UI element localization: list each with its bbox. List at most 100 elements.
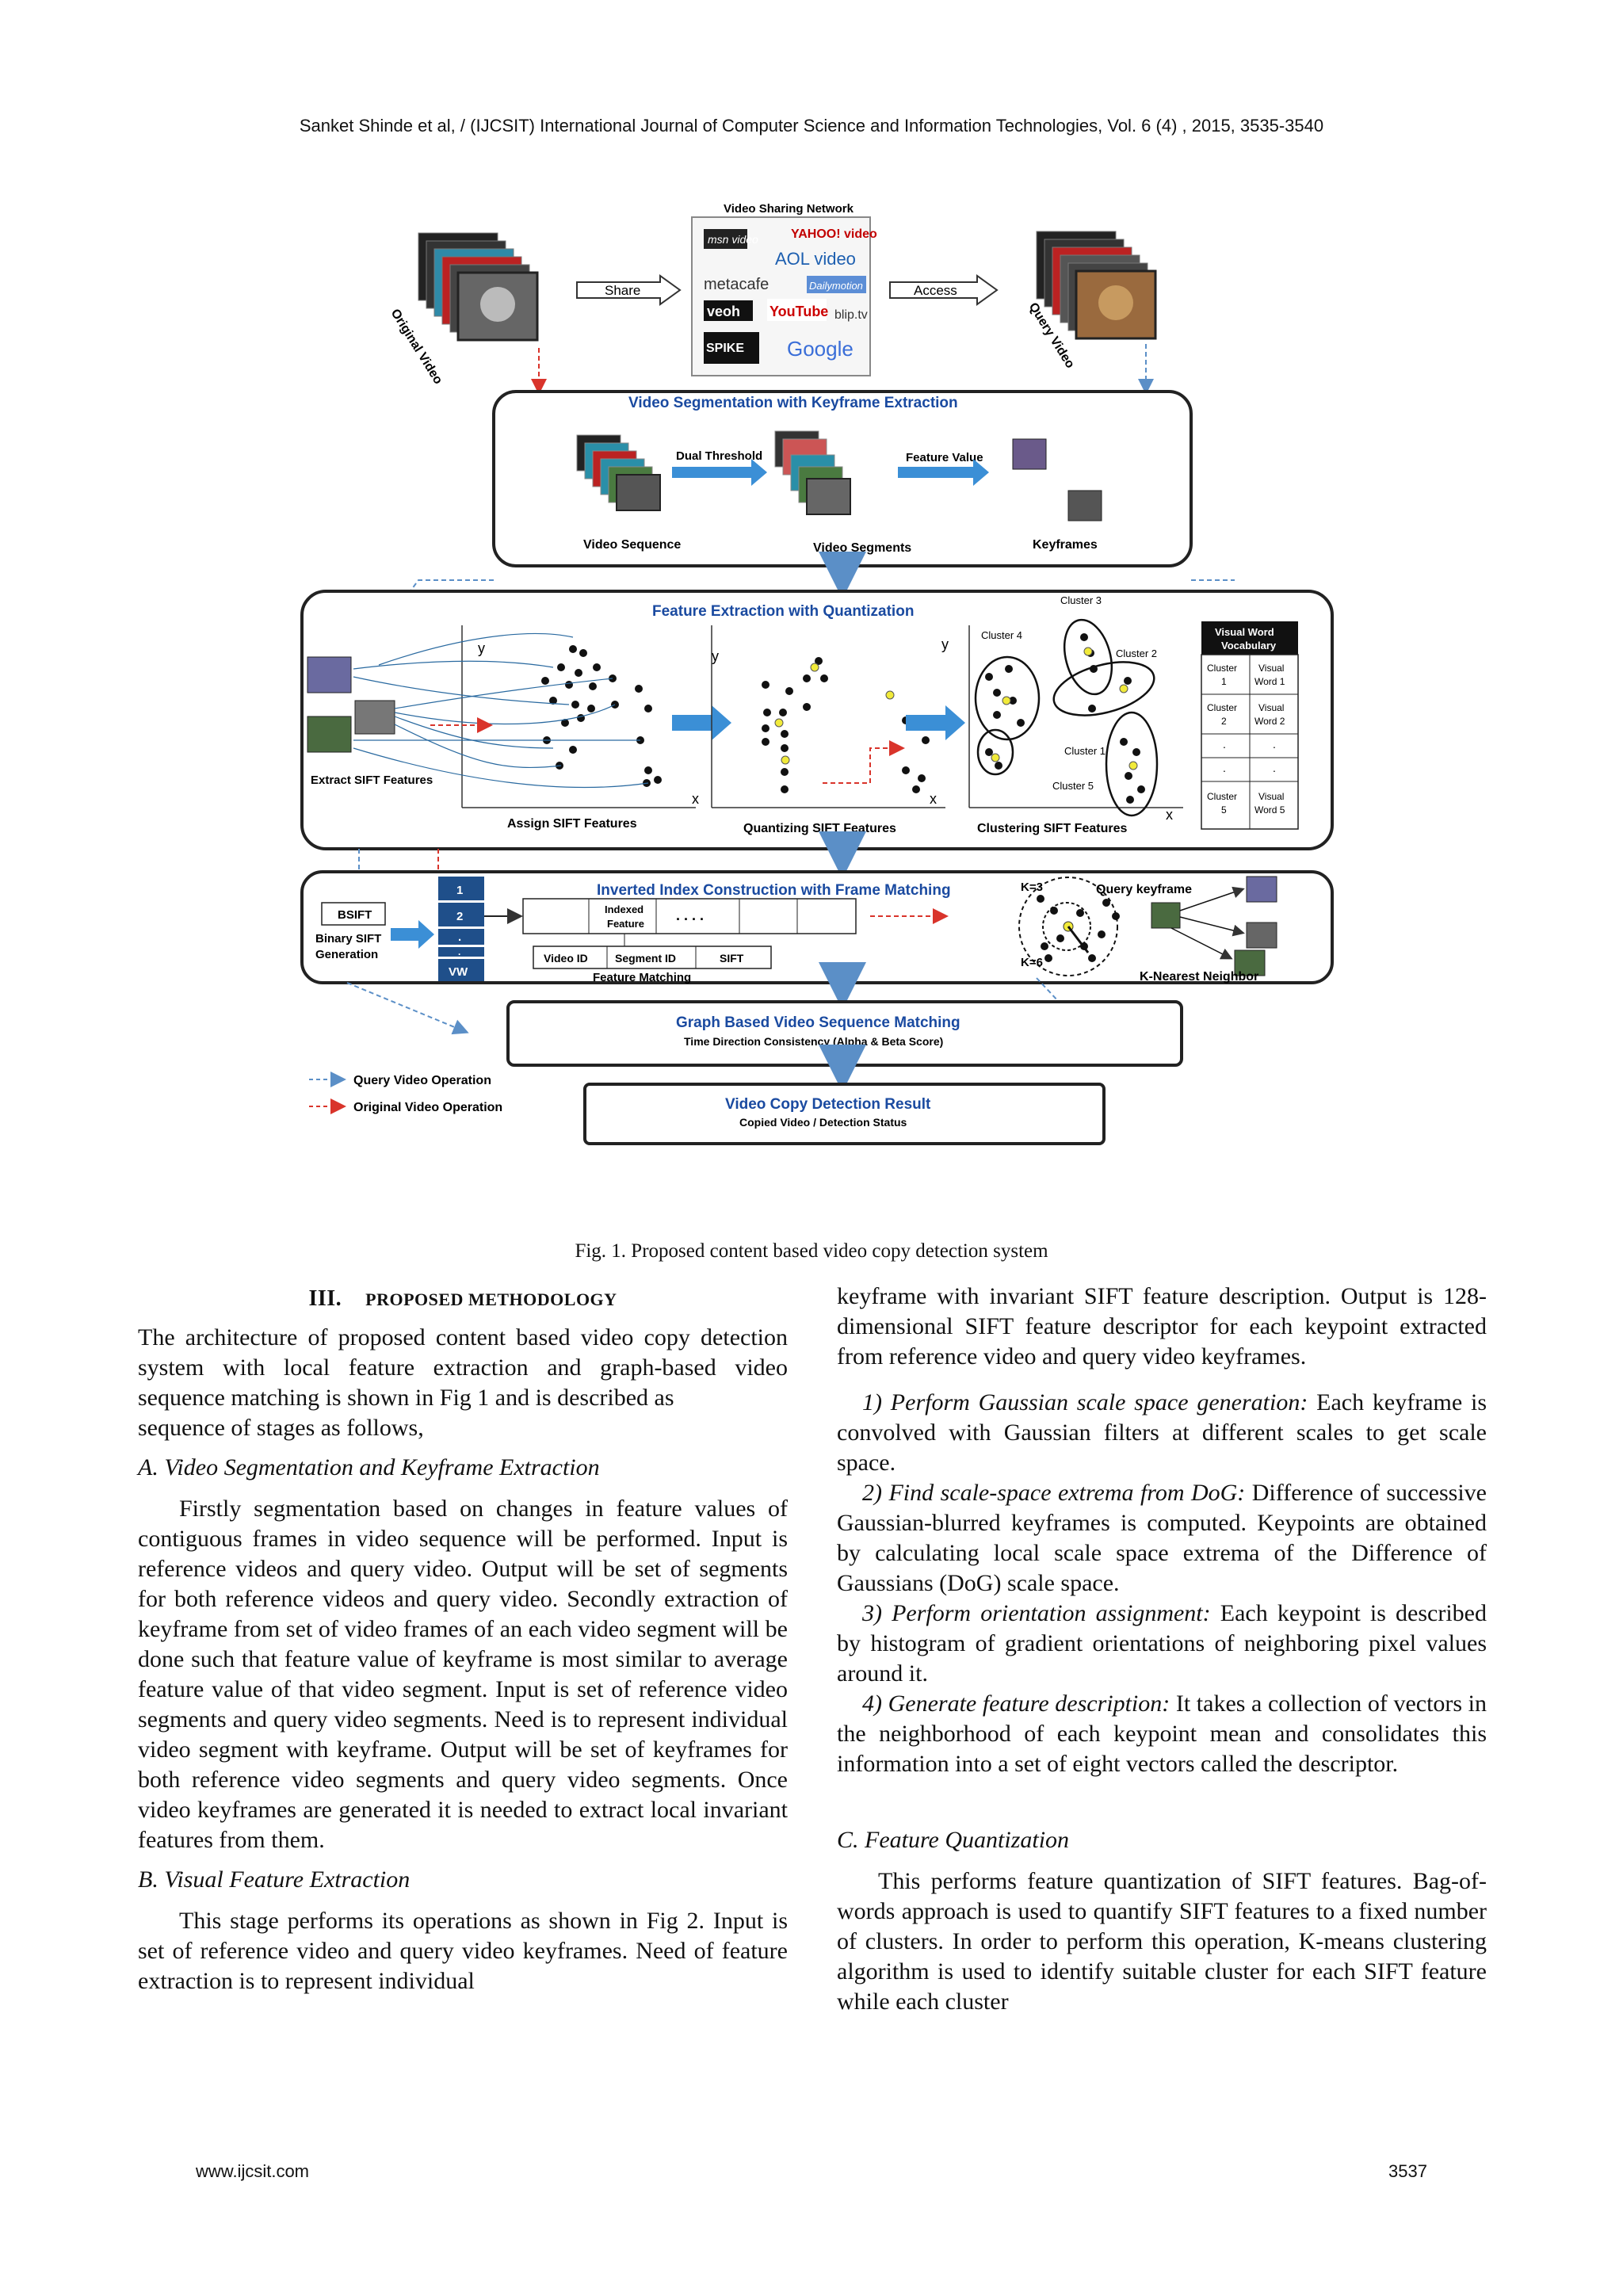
logo-yahoo: YAHOO! video [791,227,877,241]
vocab-cell: 5 [1221,804,1227,816]
step-text: It takes a collection of vectors in the … [837,1690,1487,1777]
subsection-b-heading: B. Visual Feature Extraction [138,1866,411,1893]
original-video-stack [418,232,539,342]
step-text: Difference of successive Gaussian-blurre… [837,1480,1487,1596]
figure-caption: Fig. 1. Proposed content based video cop… [575,1240,1048,1262]
index-cell: . [458,946,460,957]
index-cell: 1 [456,884,463,897]
video-sharing-network: Video Sharing Network msn video YAHOO! v… [691,202,877,376]
vocab-cell: Cluster [1207,663,1237,674]
indexed-label-2: Feature [607,918,644,930]
vocab-cell: Cluster [1207,791,1237,802]
index-ellipsis: . . . . [676,907,704,923]
cluster2-label: Cluster 2 [1116,648,1157,659]
assign-sift-label: Assign SIFT Features [507,817,637,831]
logo-google: Google [787,337,854,361]
footer-website: www.ijcsit.com [196,2161,310,2181]
logo-msn: msn video [708,233,758,246]
step-label: 2) Find scale-space extrema from DoG: [862,1480,1246,1506]
vocab-cell: 2 [1221,716,1227,727]
quant-y-axis: y [712,648,719,664]
vocab-cell: Word 2 [1254,716,1285,727]
cluster-x-axis: x [1166,807,1173,823]
quantizing-sift-label: Quantizing SIFT Features [743,822,896,835]
sift-label: SIFT [720,952,744,965]
knn-label: K-Nearest Neighbor [1140,970,1258,984]
step-label: 4) Generate feature description: [862,1690,1170,1717]
intro-paragraph: The architecture of proposed content bas… [138,1324,788,1411]
vocab-cell: Word 5 [1254,804,1285,816]
cluster1-label: Cluster 1 [1064,745,1106,757]
step-text: Each keyframe is convolved with Gaussian… [837,1389,1487,1476]
inverted-index-box: Inverted Index Construction with Frame M… [300,870,1334,984]
k6-label: K=6 [1021,956,1043,969]
detection-result-box: Video Copy Detection Result Copied Video… [583,1083,1106,1145]
right-column: keyframe with invariant SIFT feature des… [837,1282,1487,2017]
logo-bliptv: blip.tv [834,308,868,322]
step-text: Each keypoint is described by histogram … [837,1600,1487,1687]
quant-x-axis: x [930,791,937,807]
vocab-cell: 1 [1221,676,1227,687]
query-keyframe-label: Query keyframe [1096,883,1192,896]
share-arrow: Share [576,274,682,306]
section-number: III. [308,1286,342,1311]
access-arrow: Access [889,274,999,306]
inv-title: Inverted Index Construction with Frame M… [597,882,951,899]
vocab-cell: . [1273,762,1276,774]
step-item: 4) Generate feature description: It take… [837,1689,1487,1779]
legend-original-label: Original Video Operation [353,1101,502,1114]
index-cell: . [458,930,461,944]
continued-paragraph: keyframe with invariant SIFT feature des… [837,1283,1487,1370]
index-column: 1 2 . . VW [438,877,484,981]
index-cell: 2 [456,910,463,923]
subsection-c-heading: C. Feature Quantization [837,1827,1070,1853]
system-diagram: Original Video Share Video Sharing Netwo… [300,202,1334,1145]
legend: Query Video Operation Original Video Ope… [309,1072,502,1114]
binary-sift-label-1: Binary SIFT [315,932,381,946]
k3-label: K=3 [1021,881,1043,894]
step-item: 3) Perform orientation assignment: Each … [837,1599,1487,1689]
video-id-label: Video ID [544,952,588,965]
feature-extraction-box: Feature Extraction with Quantization Ext… [300,590,1334,850]
cluster-y-axis: y [941,636,949,652]
network-title: Video Sharing Network [724,202,854,216]
cluster5-label: Cluster 5 [1052,780,1094,792]
graph-subtitle: Time Direction Consistency (Alpha & Beta… [684,1035,943,1048]
intro-paragraph-end: sequence of stages as follows, [138,1415,424,1441]
seg-title: Video Segmentation with Keyframe Extract… [628,395,958,411]
subsection-a-paragraph: Firstly segmentation based on changes in… [138,1496,788,1853]
access-label: Access [914,283,957,298]
vocab-cell: . [1223,738,1226,751]
index-cell: VW [449,965,468,979]
step-label: 1) Perform Gaussian scale space generati… [862,1389,1308,1415]
extract-sift-label: Extract SIFT Features [311,774,433,787]
logo-aol: AOL video [775,249,856,269]
section-heading: III. PROPOSED METHODOLOGY [138,1284,788,1315]
cluster4-label: Cluster 4 [981,629,1022,641]
bsift-label: BSIFT [338,908,372,922]
dual-threshold-label: Dual Threshold [676,449,762,463]
logo-veoh: veoh [707,304,740,319]
vocab-title-1: Visual Word [1215,626,1274,638]
feature-value-label: Feature Value [906,451,983,464]
vocab-cell: Cluster [1207,702,1237,713]
vocab-cell: Visual [1258,791,1284,802]
assign-x-axis: x [692,791,699,807]
feature-matching-label: Feature Matching [593,971,691,984]
segmentation-box: Video Segmentation with Keyframe Extract… [492,390,1193,567]
vocab-cell: Visual [1258,702,1284,713]
share-label: Share [605,283,640,298]
result-subtitle: Copied Video / Detection Status [739,1116,907,1129]
segment-id-label: Segment ID [615,952,676,965]
footer-page-number: 3537 [1388,2161,1427,2181]
system-diagram-figure: Original Video Share Video Sharing Netwo… [300,193,1338,1216]
original-video-label: Original Video [388,307,445,387]
left-column: III. PROPOSED METHODOLOGY The architectu… [138,1284,788,1996]
clustering-sift-label: Clustering SIFT Features [977,822,1127,835]
indexed-label-1: Indexed [605,904,643,915]
video-segments-label: Video Segments [813,541,911,555]
step-label: 3) Perform orientation assignment: [862,1600,1211,1626]
binary-sift-label-2: Generation [315,948,378,961]
vocab-cell: Visual [1258,663,1284,674]
vocab-cell: . [1273,738,1276,751]
